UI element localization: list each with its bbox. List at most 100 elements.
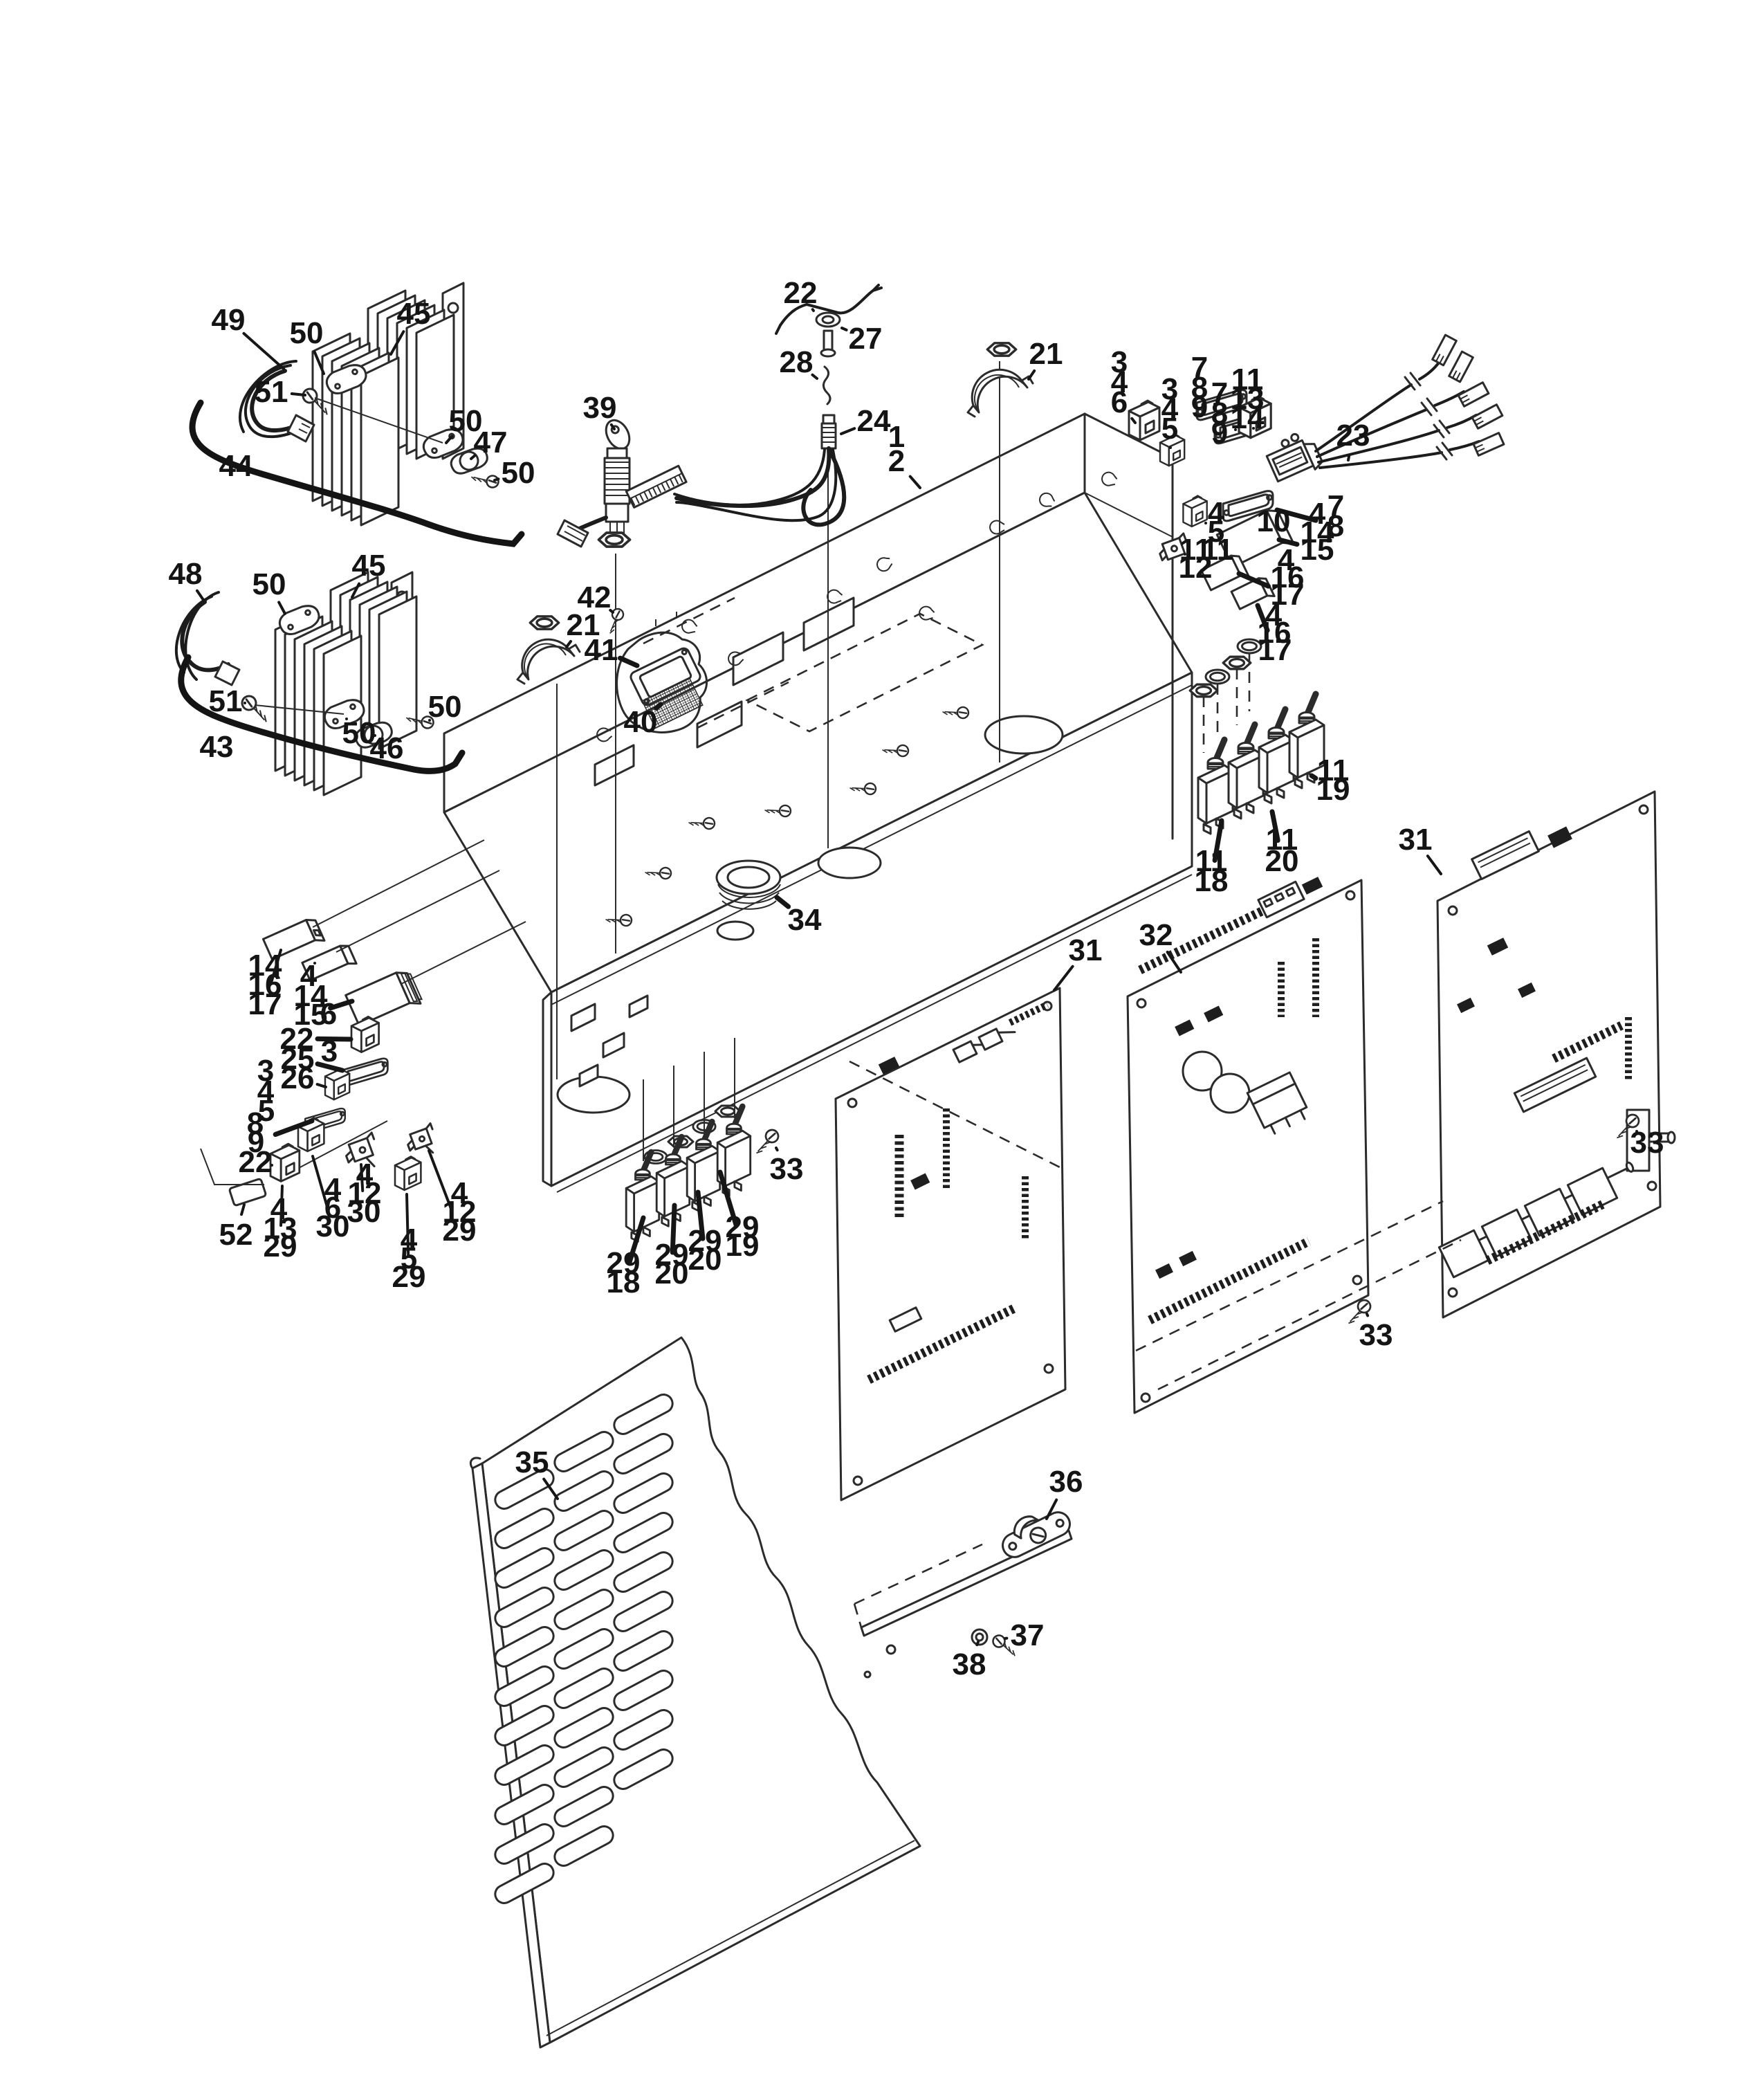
- harness-23: [1265, 334, 1505, 483]
- callout-4: 4: [300, 959, 318, 993]
- leader-line: [360, 1163, 365, 1193]
- callout-5: 5: [1208, 515, 1224, 549]
- callout-11: 11: [1195, 844, 1228, 878]
- callout-16: 16: [248, 968, 282, 1002]
- leader-line: [1027, 369, 1036, 381]
- callout-39: 39: [583, 391, 617, 425]
- callout-23: 23: [1336, 419, 1370, 453]
- callout-8: 8: [1327, 509, 1344, 543]
- circuit-board-32: [1126, 877, 1372, 1414]
- callout-29: 29: [264, 1230, 297, 1263]
- callout-36: 36: [1049, 1465, 1083, 1499]
- leader-line: [389, 330, 405, 356]
- callout-33: 33: [770, 1152, 804, 1186]
- callout-3: 3: [1111, 345, 1128, 379]
- plug-52: [228, 1178, 267, 1207]
- leader-line: [328, 998, 355, 1011]
- callout-32: 32: [1139, 918, 1173, 952]
- cable-44: [189, 399, 525, 547]
- callout-31: 31: [1399, 823, 1433, 857]
- callout-4: 4: [257, 1075, 275, 1108]
- louver-slot: [613, 1551, 674, 1593]
- cable-clamp-21-mid: [516, 638, 581, 685]
- callout-20: 20: [1265, 844, 1299, 878]
- callout-11: 11: [1317, 754, 1350, 787]
- callout-33: 33: [1630, 1126, 1664, 1160]
- callout-14: 14: [1301, 515, 1334, 549]
- callout-4: 4: [1309, 497, 1326, 531]
- leader-line: [313, 350, 325, 375]
- leader-line: [290, 392, 306, 396]
- callout-22: 22: [784, 276, 818, 310]
- louver-slot: [494, 1784, 555, 1825]
- louver-slot: [553, 1707, 614, 1748]
- callout-18: 18: [1195, 864, 1229, 898]
- louver-slot: [613, 1630, 674, 1672]
- callout-28: 28: [780, 345, 814, 379]
- leader-line: [279, 1185, 284, 1227]
- callout-9: 9: [1211, 416, 1228, 450]
- callout-50: 50: [252, 567, 286, 601]
- callout-9: 9: [248, 1125, 264, 1159]
- leader-line: [445, 435, 454, 444]
- callout-30: 30: [316, 1209, 350, 1243]
- callout-35: 35: [515, 1445, 549, 1479]
- louver-slot: [494, 1547, 555, 1589]
- heatsink-fin: [360, 356, 400, 527]
- callout-4: 4: [451, 1176, 468, 1210]
- callout-4: 4: [1161, 392, 1179, 426]
- callout-5: 5: [1161, 412, 1178, 446]
- leader-line: [670, 1203, 677, 1255]
- callout-14: 14: [1231, 401, 1265, 435]
- callout-7: 7: [1191, 351, 1208, 385]
- leader-line: [277, 601, 286, 615]
- leader-line: [311, 1155, 329, 1208]
- leader-line: [542, 1477, 559, 1500]
- toggle-group-right: [1198, 694, 1324, 834]
- louver-slot: [553, 1825, 614, 1867]
- callout-38: 38: [953, 1647, 986, 1681]
- callout-19: 19: [726, 1229, 760, 1263]
- grommet-34: [715, 859, 782, 910]
- callout-1: 1: [888, 420, 905, 454]
- louver-slot: [613, 1394, 674, 1435]
- callout-29: 29: [688, 1224, 722, 1258]
- leader-line: [428, 1149, 454, 1212]
- callout-50: 50: [342, 716, 376, 750]
- callout-8: 8: [1211, 396, 1228, 430]
- callout-22: 22: [280, 1022, 314, 1056]
- leader-line: [273, 1118, 315, 1138]
- callout-6: 6: [324, 1191, 341, 1225]
- louver-slot: [553, 1431, 614, 1472]
- louver-slot: [553, 1470, 614, 1512]
- callout-11: 11: [1231, 363, 1264, 396]
- louver-slot: [494, 1823, 555, 1865]
- callout-51: 51: [209, 684, 243, 718]
- cover-panel-35: [469, 1336, 921, 2049]
- leader-line: [975, 1641, 980, 1647]
- leader-line: [774, 895, 791, 909]
- leader-line: [1255, 603, 1270, 633]
- callout-30: 30: [347, 1195, 381, 1229]
- leader-line: [811, 373, 818, 380]
- callout-12: 12: [1179, 551, 1213, 585]
- callout-6: 6: [1111, 385, 1128, 419]
- callout-22: 22: [239, 1145, 273, 1179]
- callout-52: 52: [219, 1218, 253, 1252]
- callout-8: 8: [1191, 371, 1208, 405]
- callout-50: 50: [502, 456, 535, 490]
- clip-11-12: [1159, 532, 1187, 562]
- callout-7: 7: [1327, 489, 1344, 523]
- top-connector-row: [966, 342, 1295, 753]
- callout-3: 3: [321, 1034, 338, 1068]
- key-switch-39: [556, 419, 632, 548]
- louver-slot: [553, 1549, 614, 1591]
- louver-slot: [494, 1705, 555, 1746]
- leader-line: [908, 475, 921, 489]
- leader-line: [1166, 950, 1182, 974]
- leader-line: [470, 454, 477, 460]
- leader-line: [315, 1061, 345, 1073]
- callout-40: 40: [624, 705, 658, 739]
- leader-line: [840, 327, 848, 331]
